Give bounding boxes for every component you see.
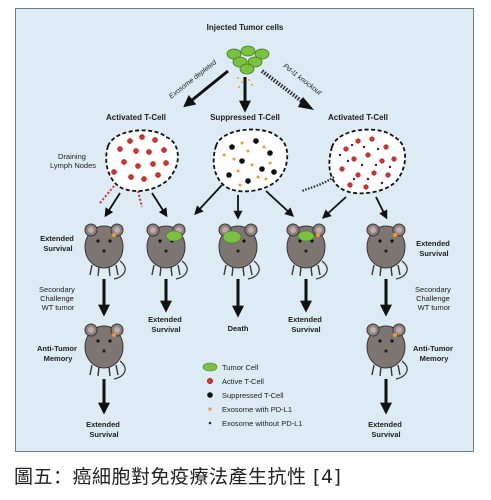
secondary-challenge-label-left: Secondary Challenge WT tumor: [39, 285, 77, 312]
tumor-cell-cluster: [226, 45, 270, 75]
state-left-label: Activated T-Cell: [106, 113, 166, 122]
anti-tumor-memory-label-right: Anti-Tumor Memory: [413, 344, 455, 363]
state-right-label: Activated T-Cell: [328, 113, 388, 122]
secondary-challenge-label-right: Secondary Challenge WT tumor: [415, 285, 453, 312]
mouse-1: [84, 223, 126, 280]
extended-survival-label-col4: Extended Survival: [288, 315, 324, 334]
figure-caption: 圖五：癌細胞對免疫療法產生抗性 [4]: [14, 466, 342, 488]
legend-label-2: Suppressed T-Cell: [222, 391, 284, 400]
legend-suppressed-t-cell-icon: [207, 392, 213, 398]
death-label: Death: [228, 324, 249, 333]
extended-survival-label-left: Extended Survival: [40, 234, 76, 253]
arrow-left-branch: [183, 69, 229, 108]
title-label: Injected Tumor cells: [207, 23, 284, 32]
bottom-arrows: [98, 379, 392, 415]
mouse-2: [146, 223, 188, 280]
lymph-node-left: [99, 129, 179, 208]
immunotherapy-diagram: Injected Tumor cells Exosome depleted Pd…: [37, 23, 455, 439]
mouse-4: [286, 223, 328, 280]
second-row-arrows: [98, 279, 392, 318]
lymph-node-center: [212, 128, 289, 193]
extended-survival-label-bottom-right: Extended Survival: [368, 420, 404, 439]
arrow-right-branch: [260, 69, 314, 110]
extended-survival-label-right: Extended Survival: [416, 239, 452, 258]
exosome-stream: [237, 77, 253, 88]
mouse-5: [366, 223, 408, 280]
legend-label-3: Exosome with PD-L1: [222, 405, 292, 414]
extended-survival-label-col2: Extended Survival: [148, 315, 184, 334]
lymph-node-right: [301, 128, 406, 195]
node-to-mouse-arrows: [104, 184, 388, 220]
exosome-depleted-label: Exosome depleted: [168, 59, 219, 101]
legend-label-1: Active T-Cell: [222, 377, 264, 386]
mouse-3: [218, 223, 260, 280]
legend-active-t-cell-icon: [206, 378, 213, 385]
legend-exosome-pdl1-icon: [208, 407, 212, 411]
memory-mouse-right: [366, 323, 408, 380]
legend-label-4: Exosome without PD-L1: [222, 419, 302, 428]
lymph-node-label: Draining Lymph Nodes: [50, 152, 96, 170]
memory-mouse-left: [84, 323, 126, 380]
legend-exosome-no-pdl1-icon: [208, 421, 212, 425]
extended-survival-label-bottom-left: Extended Survival: [86, 420, 122, 439]
figure-panel: Injected Tumor cells Exosome depleted Pd…: [15, 8, 474, 452]
legend-label-0: Tumor Cell: [222, 363, 259, 372]
legend: Tumor Cell Active T-Cell Suppressed T-Ce…: [202, 362, 302, 428]
legend-tumor-cell-icon: [202, 362, 218, 372]
anti-tumor-memory-label-left: Anti-Tumor Memory: [37, 344, 79, 363]
state-center-label: Suppressed T-Cell: [210, 113, 280, 122]
